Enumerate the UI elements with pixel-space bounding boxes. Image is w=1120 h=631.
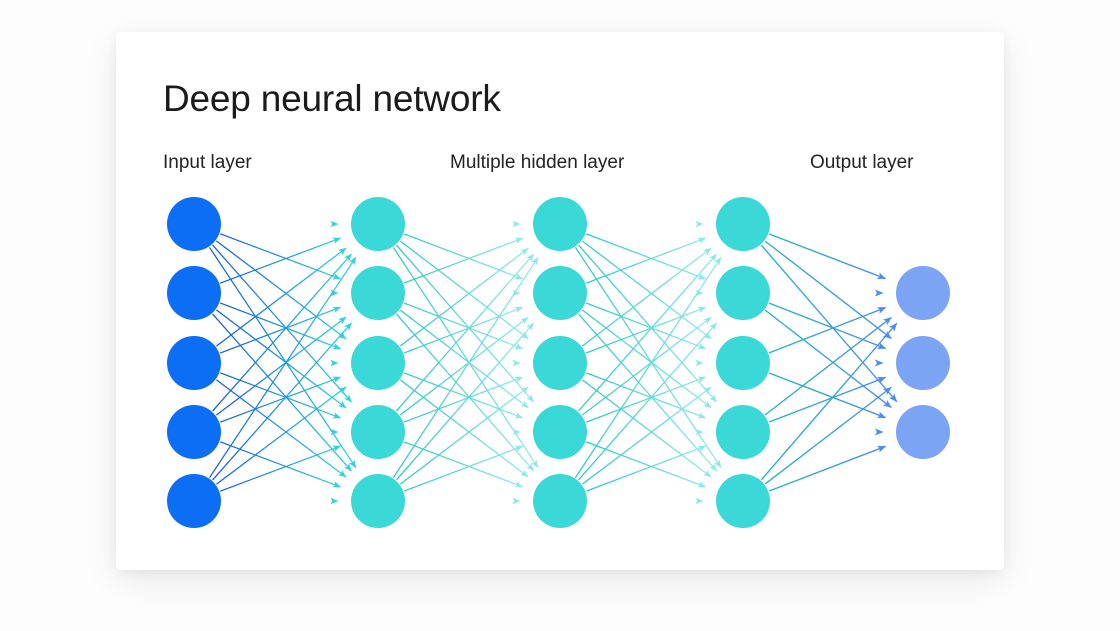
layer-label-output: Output layer: [810, 152, 914, 173]
edge: [219, 372, 342, 419]
edge: [585, 302, 707, 350]
edge: [212, 253, 352, 412]
edge: [219, 441, 342, 488]
layer-label-input: Input layer: [163, 152, 252, 173]
node-input-5[interactable]: [167, 474, 221, 528]
node-hidden-3[interactable]: [716, 336, 770, 390]
edge: [764, 386, 892, 485]
edge: [395, 322, 535, 481]
edge: [219, 376, 342, 423]
edge: [768, 306, 887, 354]
edge: [760, 322, 898, 481]
edge: [395, 244, 535, 403]
edge: [399, 247, 529, 347]
edge: [219, 306, 342, 354]
edge: [403, 445, 524, 492]
edge: [399, 316, 529, 416]
edge: [581, 309, 712, 409]
edge: [395, 253, 535, 412]
node-hidden-5[interactable]: [533, 474, 587, 528]
edge: [403, 233, 524, 280]
edge-group: [208, 220, 898, 505]
edge: [581, 247, 712, 347]
node-input-2[interactable]: [167, 266, 221, 320]
node-hidden-1[interactable]: [351, 197, 405, 251]
edge: [215, 309, 347, 409]
edge: [212, 313, 352, 472]
edge: [581, 240, 712, 340]
node-hidden-4[interactable]: [351, 405, 405, 459]
node-hidden-3[interactable]: [351, 336, 405, 390]
edge: [403, 302, 524, 350]
edge: [403, 306, 524, 354]
edge: [764, 309, 892, 409]
edge: [578, 253, 718, 412]
edge: [585, 306, 707, 354]
edge: [395, 313, 535, 472]
edge: [585, 445, 707, 492]
edge: [768, 445, 887, 492]
edge: [219, 237, 342, 284]
edge: [764, 316, 892, 416]
edge: [768, 372, 887, 419]
edge: [768, 233, 887, 280]
edge: [585, 376, 707, 423]
edge: [216, 386, 347, 485]
edge: [574, 256, 722, 478]
edge: [219, 445, 342, 492]
node-output-2[interactable]: [896, 336, 950, 390]
edge: [578, 313, 718, 472]
page-title: Deep neural network: [163, 78, 501, 119]
node-hidden-5[interactable]: [716, 474, 770, 528]
node-hidden-5[interactable]: [351, 474, 405, 528]
edge: [219, 233, 342, 280]
edge: [208, 256, 357, 479]
edge: [578, 322, 718, 481]
edge: [212, 244, 352, 403]
node-hidden-2[interactable]: [351, 266, 405, 320]
node-hidden-4[interactable]: [716, 405, 770, 459]
edge: [760, 244, 898, 403]
edge: [581, 316, 712, 416]
edge: [399, 379, 529, 478]
edge: [392, 257, 539, 478]
node-group: [167, 197, 950, 528]
node-input-1[interactable]: [167, 197, 221, 251]
edge: [585, 441, 707, 488]
edge: [216, 379, 347, 478]
node-hidden-4[interactable]: [533, 405, 587, 459]
edge: [399, 240, 529, 340]
node-input-4[interactable]: [167, 405, 221, 459]
edge: [585, 237, 707, 284]
edge: [403, 441, 524, 488]
edge: [578, 244, 718, 403]
edge: [215, 247, 347, 347]
node-hidden-1[interactable]: [716, 197, 770, 251]
node-hidden-3[interactable]: [533, 336, 587, 390]
node-hidden-2[interactable]: [533, 266, 587, 320]
node-hidden-2[interactable]: [716, 266, 770, 320]
edge: [212, 322, 352, 481]
edge: [585, 233, 707, 280]
node-hidden-1[interactable]: [533, 197, 587, 251]
edge: [219, 302, 342, 350]
edge: [215, 240, 347, 340]
edge: [399, 309, 529, 409]
edge: [399, 386, 529, 485]
edge: [581, 379, 712, 478]
edge: [764, 240, 892, 340]
node-input-3[interactable]: [167, 336, 221, 390]
edge: [581, 386, 712, 485]
layer-label-hidden: Multiple hidden layer: [450, 152, 625, 173]
edge: [403, 237, 524, 284]
node-output-3[interactable]: [896, 405, 950, 459]
edge: [403, 372, 524, 419]
edge: [215, 316, 347, 416]
edge: [403, 376, 524, 423]
edge: [768, 302, 887, 350]
node-output-1[interactable]: [896, 266, 950, 320]
edge: [585, 372, 707, 419]
edge: [768, 376, 887, 423]
